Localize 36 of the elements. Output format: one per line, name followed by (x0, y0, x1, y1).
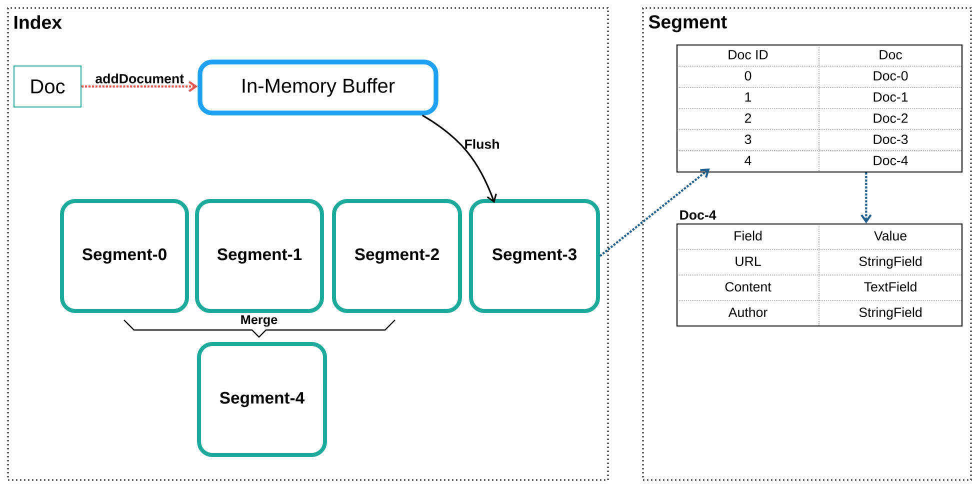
table-cell: 4 (744, 156, 752, 166)
table-cell: 3 (744, 134, 752, 144)
document-box: Doc (13, 65, 82, 108)
table-cell: 2 (744, 113, 752, 123)
arrow (82, 80, 198, 92)
edge-label: addDocument (96, 74, 184, 84)
arrow (860, 172, 872, 224)
bracket-label: Merge (241, 315, 278, 327)
table-cell: Doc ID (728, 50, 768, 60)
edge-label: Flush (465, 139, 499, 149)
table-cell: Doc-1 (874, 92, 908, 102)
node-label: Doc-4 (680, 210, 716, 220)
table-cell: Doc-0 (874, 71, 908, 81)
arrow (599, 168, 710, 257)
segment-box: Segment-3 (469, 199, 600, 313)
table-cell: Doc (880, 50, 902, 60)
data-table (676, 44, 963, 173)
table-cell: 0 (744, 71, 752, 81)
buffer-box: In-Memory Buffer (198, 60, 438, 116)
table-cell: 1 (745, 92, 752, 102)
segment-box: Segment-1 (195, 199, 324, 313)
table-cell: StringField (859, 307, 922, 320)
segment-box: Segment-2 (332, 199, 462, 313)
table-cell: Author (728, 307, 768, 318)
table-cell: URL (736, 256, 761, 266)
segment-box: Segment-0 (60, 199, 189, 313)
table-cell: Doc-3 (874, 134, 908, 144)
table-cell: Content (725, 282, 772, 292)
table-cell: TextField (864, 282, 916, 292)
table-cell: StringField (859, 256, 922, 269)
segment-box: Segment-4 (197, 342, 327, 457)
arrow (422, 114, 497, 203)
table-cell: Value (874, 230, 906, 241)
table-cell: Field (734, 230, 762, 241)
table-cell: Doc-2 (874, 113, 908, 123)
table-cell: Doc-4 (874, 156, 908, 166)
